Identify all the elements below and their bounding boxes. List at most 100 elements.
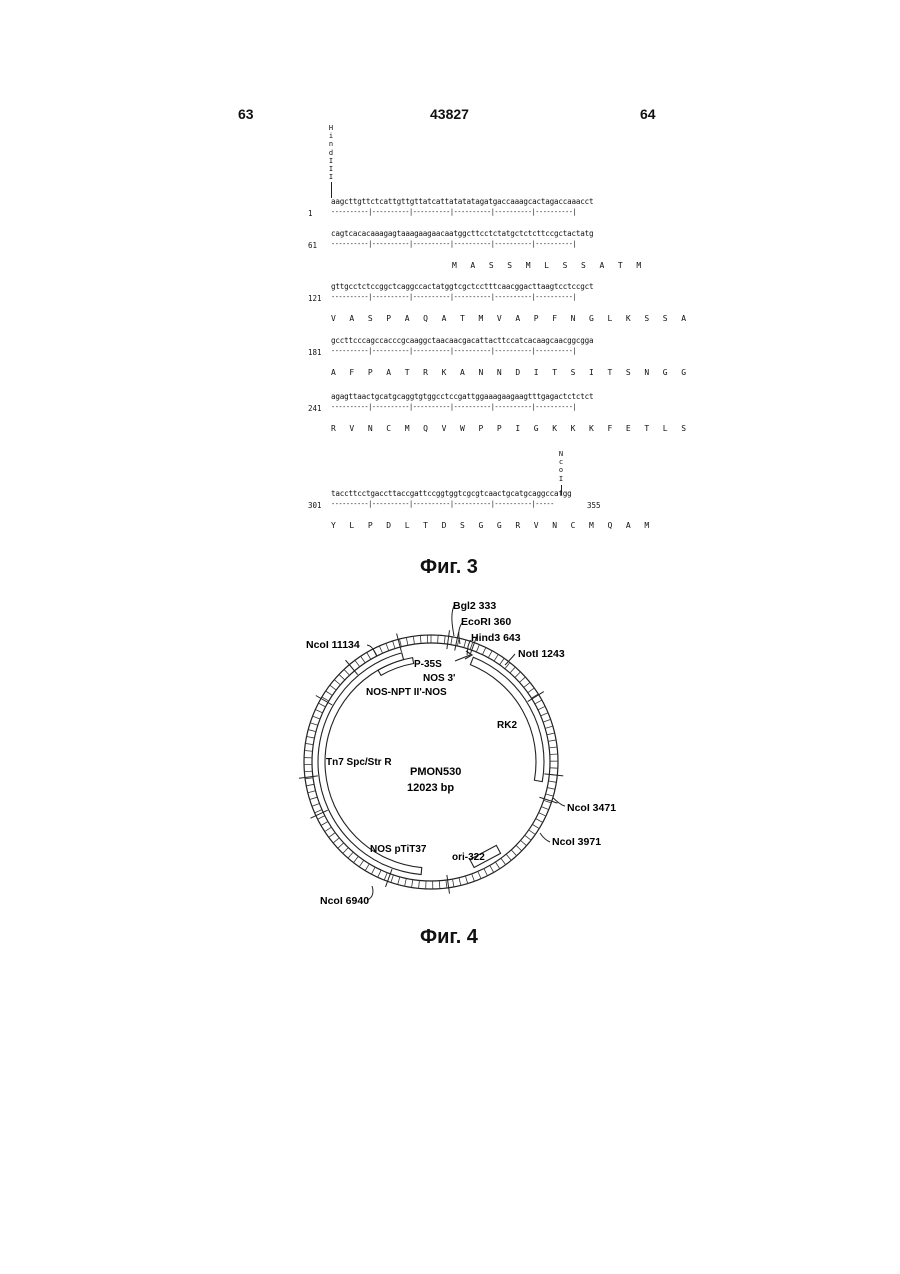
ring-hatch-line xyxy=(444,636,445,644)
nos3-label: NOS 3' xyxy=(423,673,455,684)
ring-hatch-line xyxy=(478,871,481,878)
ring-hatch-line xyxy=(405,878,407,886)
ring-hatch-line xyxy=(318,816,325,820)
ring-hatch-line xyxy=(519,677,525,682)
ring-hatch-line xyxy=(545,726,553,728)
ring-hatch-line xyxy=(393,641,395,649)
ring-hatch-line xyxy=(516,845,522,851)
ring-hatch-line xyxy=(548,740,556,741)
ring-hatch-line xyxy=(532,824,539,828)
ring-hatch-line xyxy=(321,822,328,826)
nos-npt-label: NOS-NPT II'-NOS xyxy=(366,687,447,698)
ring-hatch-line xyxy=(529,830,536,835)
nco-11134-label: NcoI 11134 xyxy=(306,639,360,651)
ring-hatch-line xyxy=(310,723,318,725)
ring-hatch-line xyxy=(446,880,447,888)
ring-hatch-line xyxy=(384,873,387,880)
ring-hatch-line xyxy=(419,880,420,888)
ring-hatch-line xyxy=(326,691,333,695)
ring-hatch-line xyxy=(546,794,554,796)
plasmid-size: 12023 bp xyxy=(407,782,454,794)
ring-hatch-line xyxy=(515,672,521,678)
ring-hatch-line xyxy=(308,791,316,793)
ring-hatch-line xyxy=(528,688,535,693)
ring-hatch-line xyxy=(304,771,312,772)
ring-hatch-line xyxy=(451,637,452,645)
ring-hatch-line xyxy=(359,860,364,867)
ring-hatch-line xyxy=(354,856,359,862)
nco-3471-label: NcoI 3471 xyxy=(567,802,616,814)
ring-hatch-line xyxy=(412,880,413,888)
ring-hatch-line xyxy=(386,643,389,650)
ring-hatch-line xyxy=(510,667,515,673)
nos-ptit-label: NOS pTiT37 xyxy=(370,844,427,855)
site-tick xyxy=(447,875,450,894)
ring-hatch-line xyxy=(495,862,499,869)
ring-hatch-line xyxy=(549,747,557,748)
ring-hatch-line xyxy=(355,660,360,666)
ring-hatch-line xyxy=(472,874,475,882)
ring-hatch-line xyxy=(344,669,349,675)
ring-hatch-line xyxy=(305,750,313,751)
site-tick xyxy=(544,774,563,776)
ecori-label: EcoRI 360 xyxy=(461,616,511,628)
ring-hatch-line xyxy=(398,877,400,885)
ring-hatch-line xyxy=(541,807,548,810)
ring-hatch-line xyxy=(420,635,421,643)
ring-hatch-line xyxy=(305,743,313,744)
ring-hatch-line xyxy=(348,852,353,858)
ring-hatch-line xyxy=(413,636,414,644)
ring-hatch-line xyxy=(333,838,339,843)
nco-6940-label: NcoI 6940 xyxy=(320,895,369,907)
ring-hatch-line xyxy=(476,645,479,652)
ring-hatch-line xyxy=(308,730,316,732)
ring-hatch-line xyxy=(361,656,365,663)
ring-hatch-line xyxy=(521,840,527,845)
ring-hatch-line xyxy=(547,788,555,790)
ring-hatch-line xyxy=(452,879,453,887)
ring-hatch-line xyxy=(318,703,325,707)
ring-hatch-line xyxy=(315,710,322,713)
ring-hatch-line xyxy=(501,858,506,864)
ring-hatch-line xyxy=(524,682,530,687)
ring-hatch-line xyxy=(539,813,546,816)
ring-hatch-line xyxy=(338,843,344,848)
ring-hatch-line xyxy=(494,654,498,661)
ring-hatch-line xyxy=(406,637,408,645)
ring-hatch-line xyxy=(484,869,488,876)
ring-hatch-line xyxy=(379,646,382,653)
ring-hatch-line xyxy=(371,867,375,874)
nco-3971-leader xyxy=(540,833,550,842)
ring-hatch-line xyxy=(329,833,335,838)
ring-hatch-line xyxy=(334,680,340,685)
ring-hatch-line xyxy=(488,651,492,658)
ring-hatch-line xyxy=(307,736,315,738)
ring-hatch-line xyxy=(538,706,545,710)
ring-hatch-line xyxy=(378,870,381,877)
ring-hatch-line xyxy=(330,685,336,690)
site-tick xyxy=(299,776,318,778)
ring-hatch-line xyxy=(343,848,349,854)
ring-hatch-line xyxy=(315,810,322,813)
ring-hatch-line xyxy=(525,835,531,840)
ori-322-label: ori-322 xyxy=(452,852,485,863)
ring-hatch-line xyxy=(505,662,510,668)
bgl2-label: Bgl2 333 xyxy=(453,600,496,612)
site-tick xyxy=(447,630,450,649)
ring-hatch-line xyxy=(305,778,313,779)
ring-hatch-line xyxy=(367,652,371,659)
ring-hatch-line xyxy=(535,700,542,704)
ring-hatch-line xyxy=(391,875,394,883)
plasmid-name: PMON530 xyxy=(410,766,461,778)
ring-hatch-line xyxy=(543,719,551,722)
rk2-label: RK2 xyxy=(497,720,517,731)
ring-hatch-line xyxy=(490,865,494,872)
ring-hatch-line xyxy=(310,797,318,799)
ring-hatch-line xyxy=(550,754,558,755)
ring-hatch-line xyxy=(339,674,345,680)
ring-hatch-line xyxy=(506,854,511,860)
ring-hatch-line xyxy=(325,827,332,831)
ring-hatch-line xyxy=(548,781,556,782)
ring-hatch-line xyxy=(312,803,319,806)
